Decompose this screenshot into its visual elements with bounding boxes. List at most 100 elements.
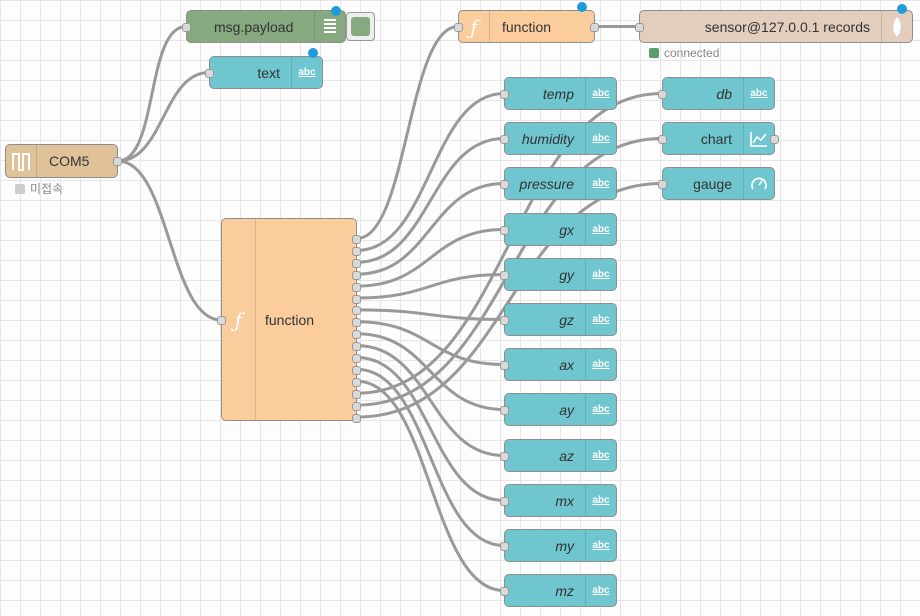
wire-com5-to-text[interactable] (117, 71, 210, 163)
changed-indicator (897, 4, 907, 14)
abc-icon: abc (585, 78, 616, 109)
function-icon: ƒ (222, 219, 256, 420)
gauge-label: gauge (693, 175, 732, 192)
output-node-label: mz (555, 582, 574, 599)
function-main-output-port[interactable] (352, 318, 361, 328)
function-top-node[interactable]: ƒ function (454, 2, 599, 43)
changed-indicator (308, 48, 318, 58)
function-main-output-port[interactable] (352, 294, 361, 304)
com5-serial-node[interactable]: COM5 (5, 144, 122, 178)
function-main-node[interactable]: ƒ function (217, 218, 361, 423)
sensor-input-port[interactable] (635, 23, 644, 32)
wire-function-to-gx[interactable] (356, 228, 505, 288)
debug-input-port[interactable] (182, 23, 191, 32)
function-top-output-port[interactable] (590, 23, 599, 32)
output-node-input-port[interactable] (500, 90, 509, 99)
wire-function-to-gz[interactable] (356, 308, 505, 321)
function-main-output-port[interactable] (352, 246, 361, 256)
wire-function-to-temp[interactable] (356, 92, 505, 252)
text-input-port[interactable] (205, 69, 214, 78)
output-node-input-port[interactable] (500, 406, 509, 415)
function-top-label: function (502, 18, 552, 35)
wire-com5-to-debug[interactable] (117, 25, 187, 163)
output-node-label: gx (559, 221, 574, 238)
function-main-input-port[interactable] (217, 316, 226, 325)
output-node-input-port[interactable] (500, 452, 509, 461)
chart-output-port[interactable] (770, 135, 779, 144)
output-node-input-port[interactable] (500, 587, 509, 596)
msg-payload-debug-node[interactable]: msg.payload (182, 6, 346, 43)
function-main-output-port[interactable] (352, 330, 361, 340)
output-node-input-port[interactable] (500, 180, 509, 189)
sensor-records-node[interactable]: sensor@127.0.0.1 records (635, 4, 913, 43)
function-main-output-port[interactable] (352, 354, 361, 363)
function-main-output-port[interactable] (352, 389, 361, 399)
function-main-output-port[interactable] (352, 413, 361, 423)
function-top-input-port[interactable] (454, 23, 463, 32)
gauge-node[interactable]: gauge (658, 167, 775, 200)
wire-function-to-gy[interactable] (356, 273, 505, 300)
sensor-status-text: connected (664, 46, 720, 60)
text-label: text (257, 64, 280, 81)
output-node-input-port[interactable] (500, 497, 509, 506)
text-node[interactable]: text abc (205, 48, 323, 89)
sensor-status: connected (649, 46, 719, 60)
output-node-input-port[interactable] (500, 271, 509, 280)
wire-function-to-mx[interactable] (356, 356, 505, 502)
abc-icon: abc (585, 440, 616, 471)
output-node-input-port[interactable] (500, 226, 509, 235)
chart-node[interactable]: chart (658, 122, 779, 155)
function-main-output-port[interactable] (352, 235, 361, 244)
com5-output-port[interactable] (113, 157, 122, 166)
db-node[interactable]: db abc (658, 77, 775, 110)
wire-function-to-function-top[interactable] (356, 25, 459, 240)
function-main-output-port[interactable] (352, 258, 361, 268)
wire-function-to-my[interactable] (356, 367, 505, 547)
chart-input-port[interactable] (658, 135, 667, 144)
wire-function-to-humidity[interactable] (356, 137, 505, 264)
wire-function-to-ay[interactable] (356, 332, 505, 411)
function-icon: ƒ (459, 11, 490, 42)
abc-icon: abc (585, 575, 616, 606)
function-main-output-port[interactable] (352, 401, 361, 411)
debug-toggle-icon (351, 17, 370, 36)
output-node-input-port[interactable] (500, 361, 509, 370)
output-node-input-port[interactable] (500, 316, 509, 325)
debug-toggle-button[interactable] (346, 12, 375, 41)
function-main-output-port[interactable] (352, 342, 361, 352)
changed-indicator (331, 6, 341, 16)
function-main-output-port[interactable] (352, 306, 361, 316)
function-main-output-port[interactable] (352, 377, 361, 387)
wire-function-to-mz[interactable] (356, 379, 505, 592)
wire-function-to-pressure[interactable] (356, 182, 505, 276)
function-main-output-port[interactable] (352, 365, 361, 375)
output-node-input-port[interactable] (500, 542, 509, 551)
output-node-label: temp (542, 85, 574, 102)
abc-icon: abc (585, 394, 616, 425)
gauge-input-port[interactable] (658, 180, 667, 189)
wire-com5-to-function[interactable] (117, 159, 222, 322)
output-node-input-port[interactable] (500, 135, 509, 144)
status-indicator-icon (15, 183, 25, 194)
function-main-output-port[interactable] (352, 282, 361, 292)
status-indicator-icon (649, 48, 659, 58)
abc-icon: abc (585, 530, 616, 561)
function-main-output-port[interactable] (352, 270, 361, 280)
wire-function-to-az[interactable] (356, 344, 505, 457)
wire-function-to-ax[interactable] (356, 320, 505, 366)
db-input-port[interactable] (658, 90, 667, 99)
com5-status: 미접속 (15, 180, 63, 197)
